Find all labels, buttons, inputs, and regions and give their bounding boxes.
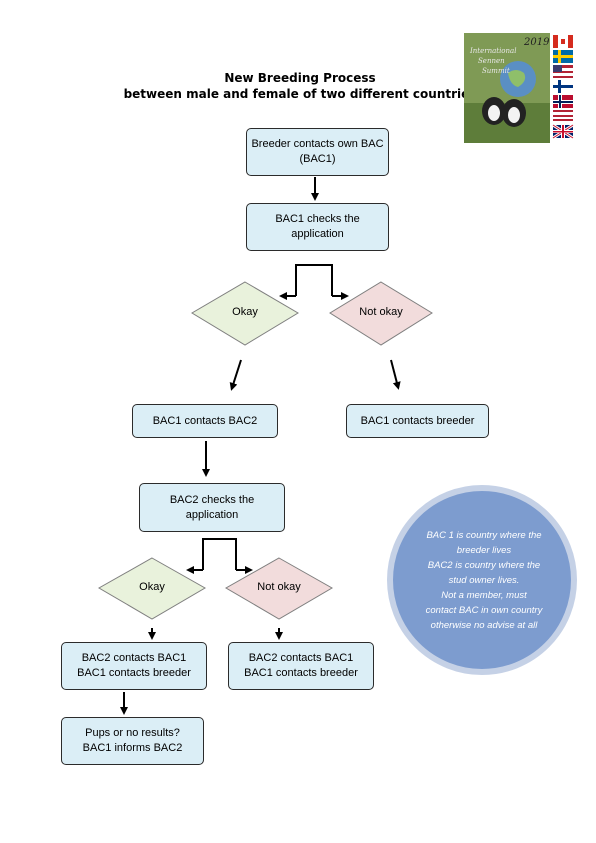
step-label: BAC2 contacts BAC1 BAC1 contacts breeder (77, 652, 191, 679)
step-bac1-contacts-breeder: BAC1 contacts breeder (346, 404, 489, 438)
arrow-d1yes-n3 (229, 359, 242, 391)
step-bac2-contacts-bac1-a: BAC2 contacts BAC1 BAC1 contacts breeder (61, 642, 207, 690)
step-bac2-contacts-bac1-b: BAC2 contacts BAC1 BAC1 contacts breeder (228, 642, 374, 690)
svg-text:2019: 2019 (523, 37, 550, 48)
step-pups-or-no-results: Pups or no results? BAC1 informs BAC2 (61, 717, 204, 765)
decision-okay-2 (97, 557, 207, 620)
title-line-1: New Breeding Process (224, 71, 376, 85)
decision-notokay-1 (329, 281, 433, 346)
step-bac1-checks-application: BAC1 checks the application (246, 203, 389, 251)
svg-text:Summit: Summit (482, 67, 510, 75)
step-bac2-checks-application: BAC2 checks the application (139, 483, 285, 532)
connector-split-2 (202, 538, 237, 570)
arrow-d1no-n4 (390, 359, 401, 390)
title-line-2: between male and female of two different… (123, 87, 477, 101)
decision-label-notokay-2: Not okay (257, 581, 301, 593)
decision-label-okay-1: Okay (232, 306, 258, 318)
step-label: Breeder contacts own BAC (BAC1) (251, 138, 384, 165)
decision-notokay-2 (224, 557, 334, 620)
summit-logo-image: 2019 International Sennen Summit (464, 33, 574, 143)
decision-label-notokay-1: Not okay (359, 306, 403, 318)
svg-text:International: International (469, 47, 516, 55)
info-circle (387, 485, 577, 675)
step-breeder-contacts-bac1: Breeder contacts own BAC (BAC1) (246, 128, 389, 176)
step-label: BAC1 contacts breeder (360, 414, 475, 427)
step-label: Pups or no results? BAC1 informs BAC2 (82, 727, 183, 754)
step-label: BAC1 contacts BAC2 (152, 414, 258, 427)
info-note: BAC 1 is country where the breeder lives… (425, 530, 543, 631)
svg-text:Sennen: Sennen (478, 57, 505, 65)
decision-okay-1 (191, 281, 299, 346)
step-bac1-contacts-bac2: BAC1 contacts BAC2 (132, 404, 278, 438)
page-title: New Breeding Process between male and fe… (110, 70, 490, 102)
step-label: BAC1 checks the application (275, 213, 360, 240)
connector-split-1 (295, 264, 333, 296)
step-label: BAC2 contacts BAC1 BAC1 contacts breeder (244, 652, 358, 679)
step-label: BAC2 checks the application (169, 493, 255, 521)
decision-label-okay-2: Okay (139, 581, 165, 593)
